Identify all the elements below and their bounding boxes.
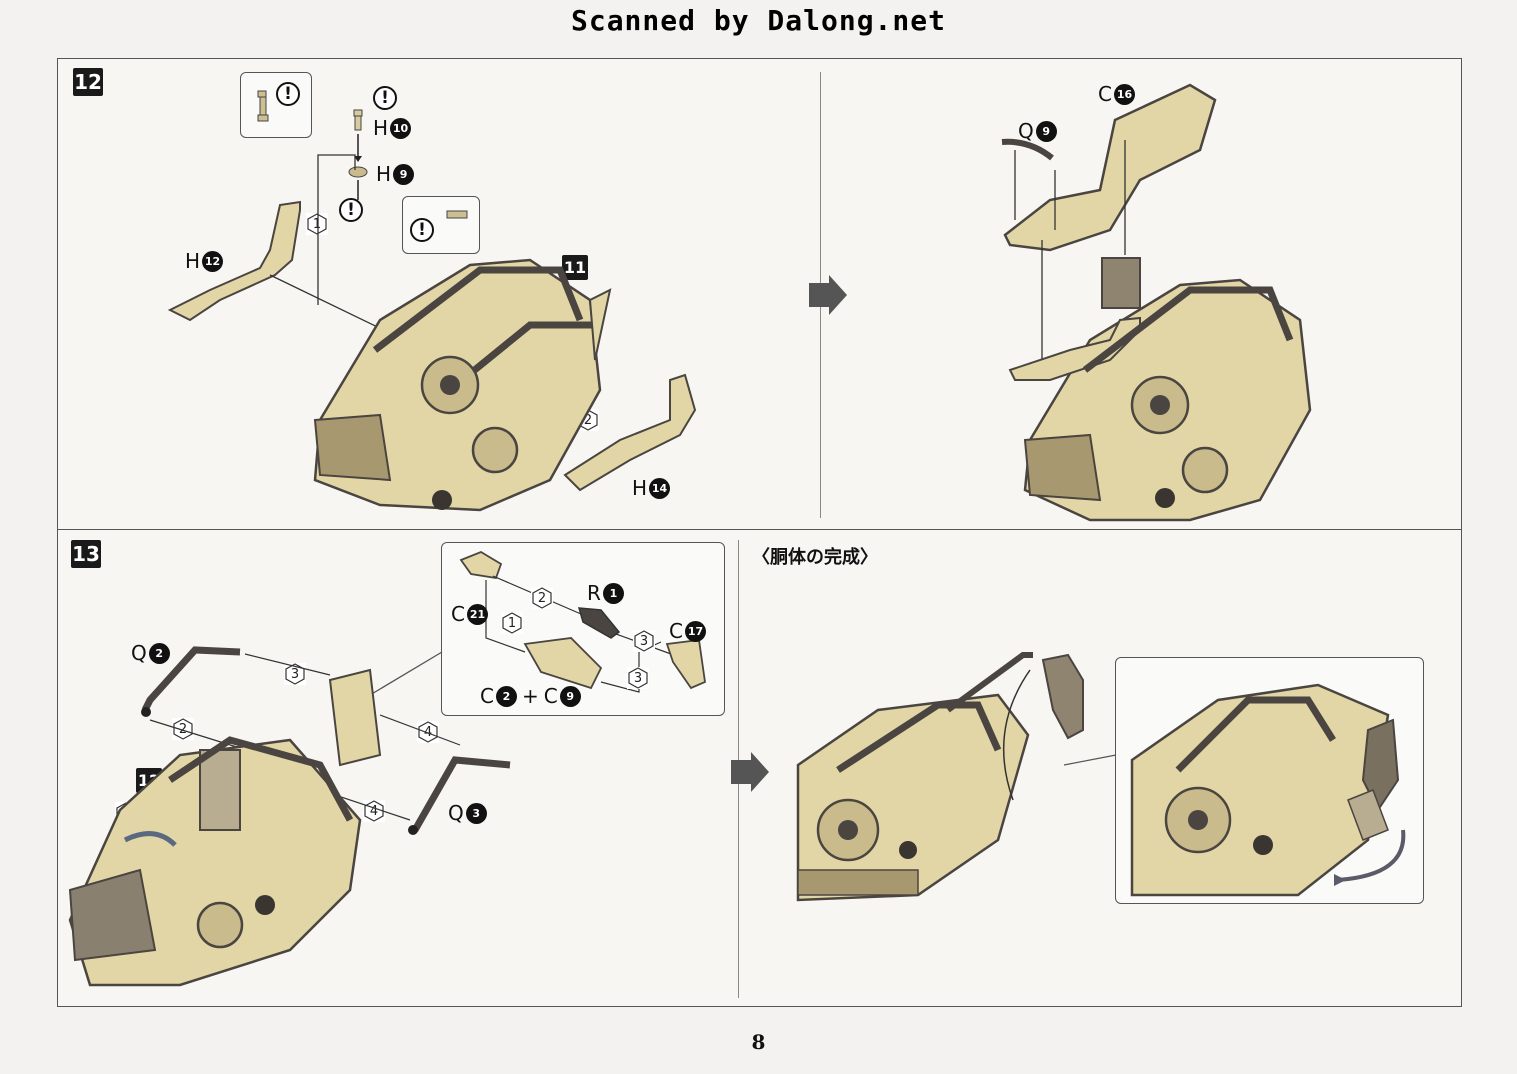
detail-inset-art: [459, 550, 706, 693]
step13-body-art: [68, 646, 511, 987]
order-mark-1: 1: [501, 612, 523, 634]
completed-torso-art: [796, 652, 1084, 902]
order-mark-3: 3: [633, 630, 655, 652]
step12-body-art: [167, 154, 697, 512]
order-mark-2: 2: [172, 718, 194, 740]
order-mark-4: 4: [417, 721, 439, 743]
order-mark-2: 2: [531, 587, 553, 609]
peg-parts-art: [348, 109, 368, 200]
caution-icon: !: [339, 198, 363, 222]
step-number-12: 12: [73, 68, 103, 96]
next-step-arrow: [809, 275, 847, 315]
zoom-inset-art: [1130, 683, 1406, 897]
caution-icon: !: [410, 218, 434, 242]
callout-pointer: [1063, 754, 1117, 766]
order-mark-3: 3: [284, 663, 306, 685]
ref-step-11: 11: [562, 255, 588, 280]
scan-credit: Scanned by Dalong.net: [570, 4, 946, 37]
section-subtitle: 〈胴体の完成〉: [752, 547, 878, 568]
order-mark-1: 1: [306, 213, 328, 235]
caution-callout-top: [240, 72, 312, 138]
inset-pointer: [369, 651, 443, 696]
caution-icon: !: [373, 86, 397, 110]
page-number: 8: [751, 1030, 766, 1054]
step12-completed-art: [1001, 83, 1312, 522]
caution-icon: !: [276, 82, 300, 106]
step-number-13: 13: [71, 540, 101, 568]
order-mark-3: 3: [627, 667, 649, 689]
next-step-arrow: [731, 752, 769, 792]
step-divider: [57, 529, 1462, 530]
